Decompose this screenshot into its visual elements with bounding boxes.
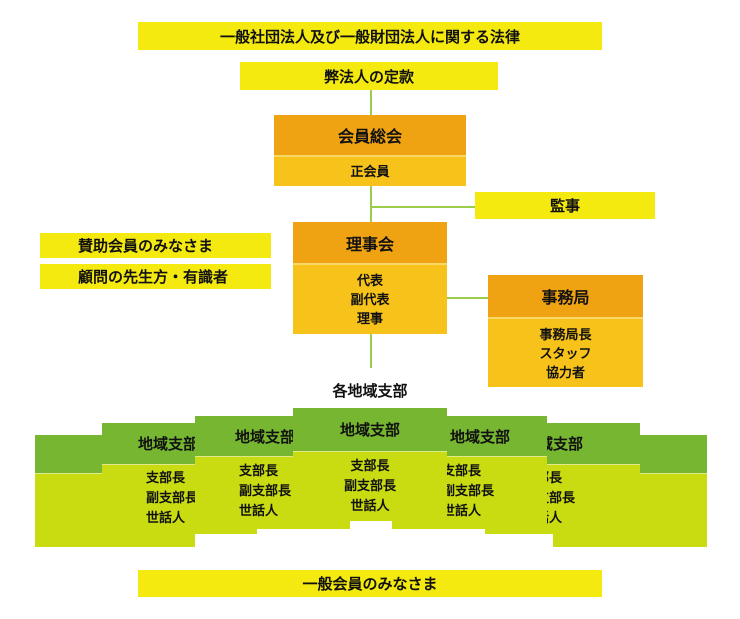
board-member-director: 理事 <box>356 312 383 327</box>
advisors-banner: 顧問の先生方・有識者 <box>40 264 271 289</box>
law-title-banner: 一般社団法人及び一般財団法人に関する法律 <box>138 22 602 50</box>
advisors-text: 顧問の先生方・有識者 <box>78 268 229 286</box>
general-members-text: 一般会員のみなさま <box>302 575 438 593</box>
law-title-text: 一般社団法人及び一般財団法人に関する法律 <box>219 27 520 46</box>
general-assembly-members: 正会員 <box>274 157 466 188</box>
branches-label: 各地域支部 <box>332 382 408 400</box>
branch-members: 支部長 副支部長 世話人 <box>293 452 447 517</box>
secretariat-member-staff: スタッフ <box>539 346 592 362</box>
branch-member-vice-chief: 副支部長 <box>146 491 199 506</box>
branch-members: 支部長 副支部長 世話人 <box>392 457 547 522</box>
secretariat-member-helper: 協力者 <box>545 365 585 381</box>
branch-member-chief: 支部長 <box>442 464 482 479</box>
board-box: 理事会 代表 副代表 理事 <box>293 222 447 334</box>
supporters-banner: 賛助会員のみなさま <box>40 233 271 258</box>
branch-title: 地域支部 <box>293 408 447 452</box>
branch-member-chief: 支部長 <box>350 459 390 474</box>
branch-member-caretaker: 世話人 <box>239 504 279 519</box>
board-member-representative: 代表 <box>356 274 383 289</box>
secretariat-members: 事務局長 スタッフ 協力者 <box>488 319 643 389</box>
member-regular: 正会員 <box>350 165 390 180</box>
articles-banner: 弊法人の定款 <box>240 62 498 90</box>
branch-member-vice-chief: 副支部長 <box>239 484 292 499</box>
branch-member-caretaker: 世話人 <box>350 499 390 514</box>
board-title: 理事会 <box>293 222 447 265</box>
connector-auditor <box>371 206 475 208</box>
connector-articles-assembly <box>370 90 372 115</box>
branch-members: 支部長 副支部長 世話人 <box>102 465 257 529</box>
branch-members: 支部長 副支部長 世話人 <box>195 457 350 522</box>
secretariat-box: 事務局 事務局長 スタッフ 協力者 <box>488 275 643 387</box>
board-member-vice-representative: 副代表 <box>350 293 390 308</box>
board-members: 代表 副代表 理事 <box>293 265 447 336</box>
connector-assembly-board <box>370 186 372 222</box>
branch-member-vice-chief: 副支部長 <box>343 479 396 494</box>
branch-member-vice-chief: 副支部長 <box>442 484 495 499</box>
articles-text: 弊法人の定款 <box>323 67 414 86</box>
branch-member-chief: 支部長 <box>146 471 186 486</box>
supporters-text: 賛助会員のみなさま <box>78 237 214 255</box>
general-assembly-box: 会員総会 正会員 <box>274 115 466 186</box>
branch-member-chief: 支部長 <box>239 464 279 479</box>
connector-secretariat <box>447 297 488 299</box>
secretariat-member-chief: 事務局長 <box>539 327 592 343</box>
secretariat-title: 事務局 <box>488 275 643 319</box>
general-assembly-title: 会員総会 <box>274 115 466 157</box>
branch-member-caretaker: 世話人 <box>146 511 186 526</box>
branch-member-caretaker: 世話人 <box>442 504 482 519</box>
connector-board-branches <box>370 334 372 368</box>
auditor-banner: 監事 <box>475 192 655 219</box>
auditor-text: 監事 <box>549 197 580 215</box>
general-members-banner: 一般会員のみなさま <box>138 570 602 597</box>
branch-card-center: 地域支部 支部長 副支部長 世話人 <box>293 408 447 521</box>
